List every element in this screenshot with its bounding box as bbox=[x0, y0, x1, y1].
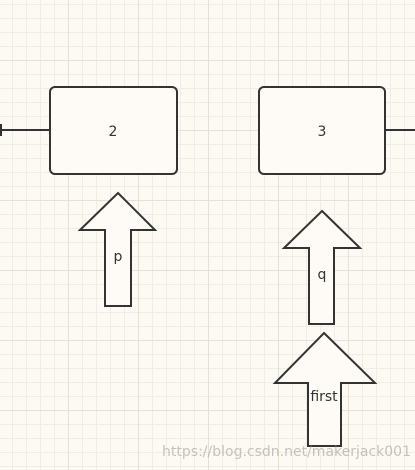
node-value: 3 bbox=[318, 124, 327, 140]
list-node-3: 3 bbox=[258, 86, 386, 175]
up-arrow-icon bbox=[272, 331, 378, 447]
watermark-text: https://blog.csdn.net/makerjack001 bbox=[162, 444, 411, 460]
node-value: 2 bbox=[109, 124, 118, 140]
pointer-q-arrow: q bbox=[281, 209, 363, 325]
pointer-label: q bbox=[318, 267, 327, 283]
pointer-first-arrow: first bbox=[272, 331, 378, 447]
up-arrow-icon bbox=[281, 209, 363, 325]
pointer-label: p bbox=[114, 249, 123, 265]
pointer-p-arrow: p bbox=[77, 191, 158, 307]
node-box bbox=[49, 86, 178, 175]
up-arrow-icon bbox=[77, 191, 158, 307]
list-node-2: 2 bbox=[49, 86, 178, 175]
pointer-label: first bbox=[310, 389, 338, 405]
